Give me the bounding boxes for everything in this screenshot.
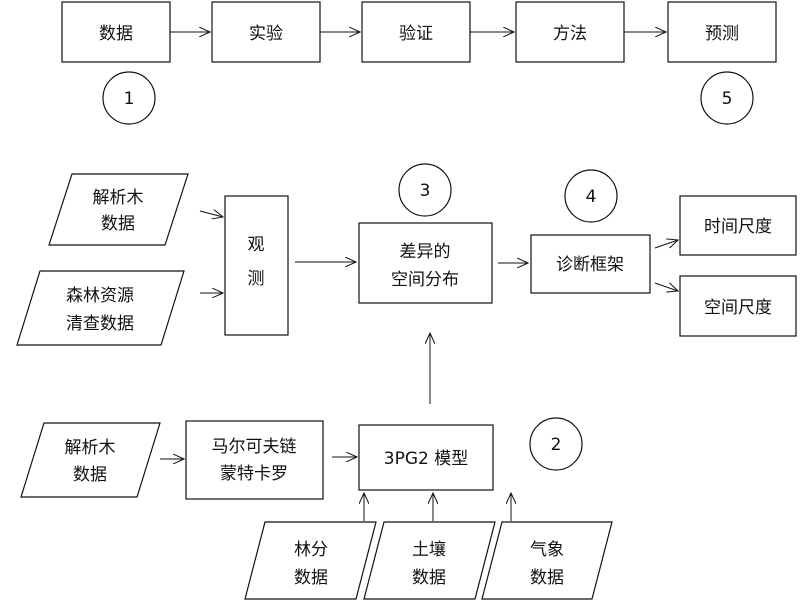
observe-box-line2: 测 xyxy=(248,269,265,289)
mcmc-box-line2: 蒙特卡罗 xyxy=(220,464,288,484)
input-stem-analysis-data-top-line1: 解析木 xyxy=(93,188,144,208)
output-space-scale-label: 空间尺度 xyxy=(704,298,772,318)
spatial-difference-box-line2: 空间分布 xyxy=(391,270,459,290)
input-stand-data-line2: 数据 xyxy=(294,568,328,588)
input-soil-data: 土壤 数据 xyxy=(363,521,496,600)
circle-marker-4-label: 4 xyxy=(586,187,597,207)
circle-marker-5-label: 5 xyxy=(722,89,733,109)
circle-marker-1-label: 1 xyxy=(124,89,135,109)
input-soil-data-line2: 数据 xyxy=(412,568,446,588)
diagnosis-framework-box: 诊断框架 xyxy=(530,234,651,294)
pipeline-step-validation-label: 验证 xyxy=(399,24,433,44)
pipeline-step-prediction-label: 预测 xyxy=(705,24,739,44)
output-space-scale-box: 空间尺度 xyxy=(679,275,797,337)
spatial-difference-box: 差异的 空间分布 xyxy=(358,222,493,304)
pipeline-step-data: 数据 xyxy=(61,1,171,63)
input-weather-data: 气象 数据 xyxy=(481,521,613,600)
input-forest-inventory-data: 森林资源 清查数据 xyxy=(16,270,185,346)
input-stem-analysis-data-top-line2: 数据 xyxy=(101,214,135,234)
input-stem-analysis-data-bottom-line1: 解析木 xyxy=(65,438,116,458)
3pg2-model-box: 3PG2 模型 xyxy=(358,424,494,491)
input-weather-data-line2: 数据 xyxy=(530,568,564,588)
arrow-diagnosis-to-space-scale xyxy=(654,282,678,291)
circle-marker-4: 4 xyxy=(564,169,618,223)
input-stand-data-line1: 林分 xyxy=(294,540,328,560)
output-time-scale-label: 时间尺度 xyxy=(704,217,772,237)
input-soil-data-line1: 土壤 xyxy=(412,539,446,560)
spatial-difference-box-line1: 差异的 xyxy=(400,242,451,262)
input-weather-data-line1: 气象 xyxy=(530,540,564,560)
observe-box: 观 测 xyxy=(224,195,289,336)
circle-marker-2: 2 xyxy=(529,417,583,471)
input-stem-analysis-data-top: 解析木 数据 xyxy=(48,173,189,246)
mcmc-box-line1: 马尔可夫链 xyxy=(212,437,297,457)
input-forest-inventory-data-line1: 森林资源 xyxy=(66,286,134,306)
circle-marker-1: 1 xyxy=(102,71,156,125)
pipeline-step-method-label: 方法 xyxy=(553,24,587,44)
input-stem-analysis-data-bottom-line2: 数据 xyxy=(73,465,107,485)
pipeline-step-prediction: 预测 xyxy=(667,1,777,63)
circle-marker-3-label: 3 xyxy=(420,181,431,201)
circle-marker-5: 5 xyxy=(700,71,754,125)
observe-box-line1: 观 xyxy=(248,235,265,255)
output-time-scale-box: 时间尺度 xyxy=(679,195,797,256)
mcmc-box: 马尔可夫链 蒙特卡罗 xyxy=(185,420,324,500)
pipeline-step-method: 方法 xyxy=(515,1,625,63)
diagnosis-framework-box-label: 诊断框架 xyxy=(556,255,624,275)
pipeline-step-validation: 验证 xyxy=(361,1,471,63)
pipeline-step-experiment-label: 实验 xyxy=(249,24,283,44)
3pg2-model-box-label: 3PG2 模型 xyxy=(384,449,468,469)
input-stand-data: 林分 数据 xyxy=(244,521,377,600)
input-forest-inventory-data-line2: 清查数据 xyxy=(66,314,134,334)
pipeline-step-experiment: 实验 xyxy=(211,1,321,63)
pipeline-step-data-label: 数据 xyxy=(99,24,133,44)
input-stem-analysis-data-bottom: 解析木 数据 xyxy=(20,422,161,498)
arrow-stem-data-to-observe xyxy=(199,211,223,217)
arrow-diagnosis-to-time-scale xyxy=(654,240,678,249)
circle-marker-3: 3 xyxy=(398,163,452,217)
circle-marker-2-label: 2 xyxy=(551,435,562,455)
